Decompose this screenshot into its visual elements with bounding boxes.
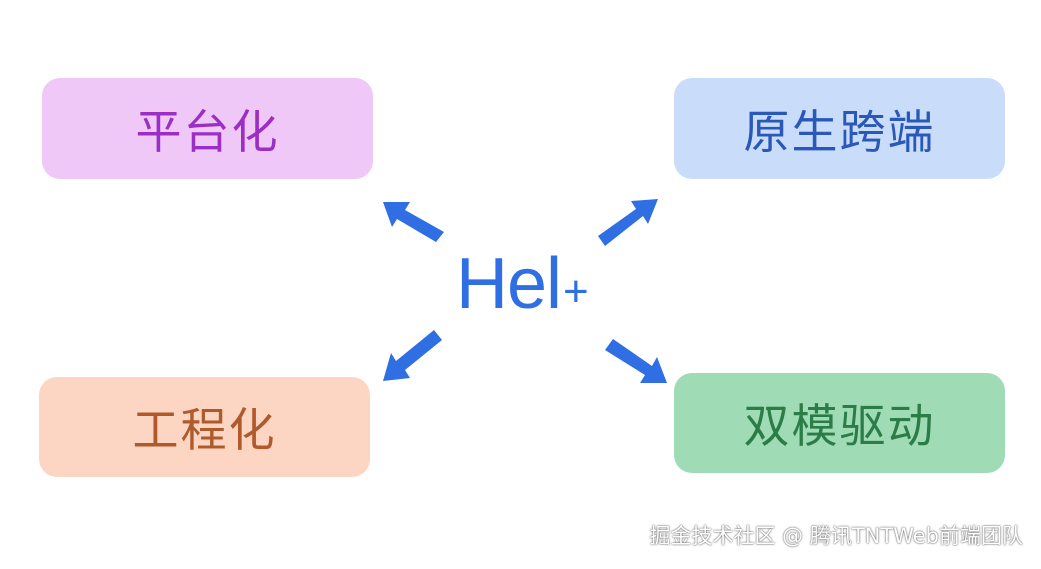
- watermark: 掘金技术社区 @ 腾讯TNTWeb前端团队: [649, 524, 1024, 548]
- center-logo: Hel+: [456, 248, 589, 320]
- box-dual-mode-driven: 双模驱动: [674, 373, 1005, 473]
- box-native-cross-platform-label: 原生跨端: [743, 104, 936, 159]
- box-engineering: 工程化: [39, 377, 370, 477]
- arrow-up-left-icon: [383, 202, 444, 242]
- arrow-up-right-icon: [598, 199, 658, 246]
- box-native-cross-platform: 原生跨端: [674, 78, 1005, 179]
- center-logo-plus: +: [563, 267, 589, 316]
- box-platformization-label: 平台化: [135, 104, 280, 159]
- arrow-down-right-icon: [605, 339, 667, 383]
- center-logo-title: Hel: [456, 244, 562, 324]
- box-engineering-label: 工程化: [132, 403, 277, 457]
- box-dual-mode-driven-label: 双模驱动: [743, 399, 936, 453]
- box-platformization: 平台化: [42, 78, 373, 179]
- arrow-down-left-icon: [383, 330, 442, 381]
